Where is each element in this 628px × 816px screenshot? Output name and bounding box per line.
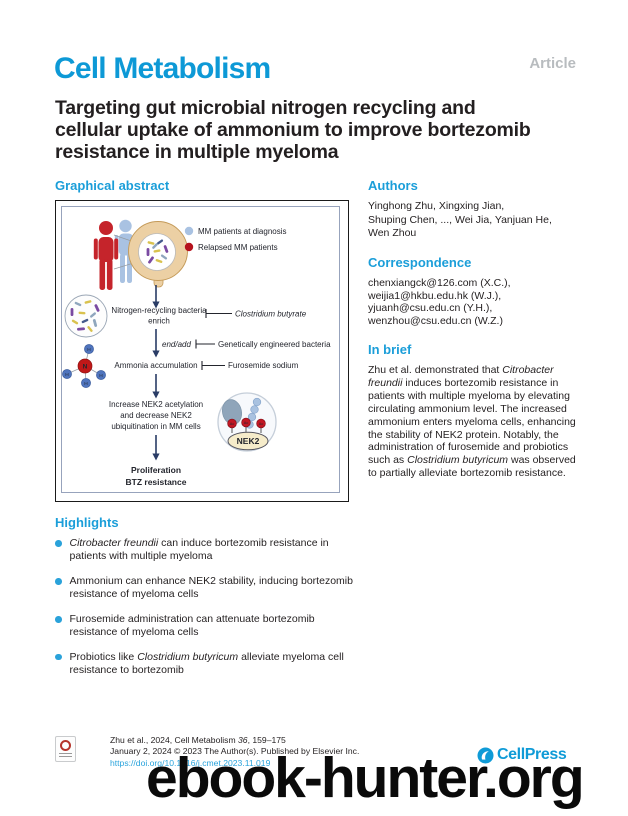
arrow-down-4 (152, 435, 160, 461)
ac-label: Ac (259, 422, 264, 426)
arrow-down-3 (152, 374, 160, 399)
updates-ring-icon (60, 740, 71, 751)
h-atom-label: H (65, 372, 69, 378)
step3-label-line1: Increase NEK2 acetylation (109, 400, 203, 409)
correspondence-email: weijia1@hkbu.edu.hk (W.J.), (368, 289, 502, 302)
n-atom-label: N (83, 364, 88, 371)
highlight-text: Probiotics like Clostridium butyricum al… (69, 650, 344, 676)
cellpress-wordmark: CellPress (497, 746, 567, 763)
gut-bacteria-rods (146, 239, 169, 264)
citation-line: Zhu et al., 2024, Cell Metabolism 36, 15… (110, 735, 286, 745)
legend-label-relapsed: Relapsed MM patients (198, 243, 278, 252)
h-atom-label: H (99, 373, 103, 379)
badge-text-line (59, 755, 72, 758)
nek2-protein-icon (227, 431, 269, 451)
in-brief-text: Zhu et al. demonstrated that Citrobacter… (368, 363, 576, 480)
legend-dot-diagnosis (184, 226, 194, 236)
nek2-label: NEK2 (237, 436, 260, 446)
ac-label: Ac (230, 422, 235, 426)
footer-citation: Zhu et al., 2024, Cell Metabolism 36, 15… (110, 735, 359, 769)
highlight-text: Ammonium can enhance NEK2 stability, ind… (69, 574, 353, 601)
inhibition-bar-3 (201, 361, 225, 370)
correspondence-email: yjuanh@csu.edu.cn (Y.H.), (368, 302, 493, 315)
h-atom-label: H (87, 347, 91, 353)
check-for-updates-badge[interactable] (55, 736, 76, 762)
legend-label-diagnosis: MM patients at diagnosis (198, 227, 287, 236)
authors-heading: Authors (368, 178, 418, 193)
title-line-1: Targeting gut microbial nitrogen recycli… (55, 97, 476, 119)
right-column: Authors Yinghong Zhu, Xingxing Jian, Shu… (368, 178, 576, 480)
highlight-item: Probiotics like Clostridium butyricum al… (55, 651, 362, 677)
gene-label: end/add (162, 340, 191, 349)
ebook-hunter-watermark: ebook-hunter.org (146, 746, 585, 810)
inhibition-bar-1 (205, 309, 232, 318)
figure-legend: MM patients at diagnosis Relapsed MM pat… (184, 226, 287, 252)
outcome-label-line2: BTZ resistance (126, 477, 187, 487)
author-line: Yinghong Zhu, Xingxing Jian, (368, 200, 505, 212)
highlights-section: Highlights Citrobacter freundii can indu… (55, 515, 362, 677)
cellpress-logo[interactable]: CellPress (477, 746, 567, 764)
myeloma-cell-icon: Ac Ac Ac NEK2 (217, 392, 277, 452)
correspondence-email: wenzhou@csu.edu.cn (W.Z.) (368, 315, 503, 328)
bullet-icon (55, 653, 62, 661)
correspondence-email: chenxiangck@126.com (X.C.), (368, 276, 511, 289)
highlights-heading: Highlights (55, 515, 119, 530)
inhibitor1-label: Clostridium butyrate (235, 309, 307, 318)
article-type-label: Article (529, 55, 576, 72)
author-line: Shuping Chen, ..., Wei Jia, Yanjuan He, (368, 213, 552, 226)
title-line-3: resistance in multiple myeloma (55, 140, 339, 163)
journal-logo: Cell Metabolism (54, 52, 271, 85)
copyright-line: January 2, 2024 © 2023 The Author(s). Pu… (110, 746, 360, 757)
red-person-icon (93, 221, 119, 290)
bullet-icon (55, 578, 62, 585)
bacteria-circle-icon (64, 294, 108, 338)
inhibition-bar-2 (195, 339, 215, 349)
ammonium-molecule-icon: H H H H N (62, 344, 106, 388)
author-line: Wen Zhou (368, 227, 417, 240)
highlight-text: Citrobacter freundii can induce bortezom… (69, 537, 329, 563)
highlight-item: Citrobacter freundii can induce bortezom… (55, 537, 362, 563)
intestine-icon (128, 221, 188, 288)
ac-label: Ac (244, 421, 249, 425)
inhibitor2-label: Genetically engineered bacteria (218, 340, 331, 349)
correspondence-heading: Correspondence (368, 254, 472, 270)
step3-label-line3: ubiquitination in MM cells (111, 422, 200, 431)
inhibitor3-label: Furosemide sodium (228, 361, 299, 370)
graphical-abstract-heading: Graphical abstract (55, 178, 170, 193)
arrow-down-1 (152, 285, 160, 309)
highlight-item: Furosemide administration can attenuate … (55, 613, 362, 639)
bullet-icon (55, 540, 62, 547)
paper-title: Targeting gut microbial nitrogen recycli… (55, 97, 531, 163)
step1-label-line2: enrich (148, 317, 170, 326)
bullet-icon (55, 616, 62, 623)
highlight-item: Ammonium can enhance NEK2 stability, ind… (55, 575, 362, 601)
legend-dot-relapsed (184, 242, 194, 252)
step1-label-line1: Nitrogen-recycling bacteria (111, 306, 207, 315)
acetylation-marks: Ac Ac Ac (227, 417, 266, 433)
arrow-down-2 (152, 329, 160, 358)
outcome-label-line1: Proliferation (131, 465, 181, 475)
h-atom-label: H (84, 381, 88, 387)
graphical-abstract-figure: MM patients at diagnosis Relapsed MM pat… (55, 200, 349, 502)
graphical-abstract-svg: MM patients at diagnosis Relapsed MM pat… (61, 206, 340, 493)
badge-text-line (59, 752, 72, 755)
cellpress-mark-icon (477, 747, 494, 763)
step2-label: Ammonia accumulation (114, 361, 197, 370)
doi-link[interactable]: https://doi.org/10.1016/j.cmet.2023.11.0… (110, 757, 271, 768)
figure-inner-border (61, 206, 340, 493)
highlight-text: Furosemide administration can attenuate … (69, 612, 315, 639)
left-column: Graphical abstract (55, 178, 362, 689)
in-brief-heading: In brief (368, 341, 412, 357)
title-line-2: cellular uptake of ammonium to improve b… (55, 118, 531, 141)
step3-label-line2: and decrease NEK2 (120, 411, 192, 420)
